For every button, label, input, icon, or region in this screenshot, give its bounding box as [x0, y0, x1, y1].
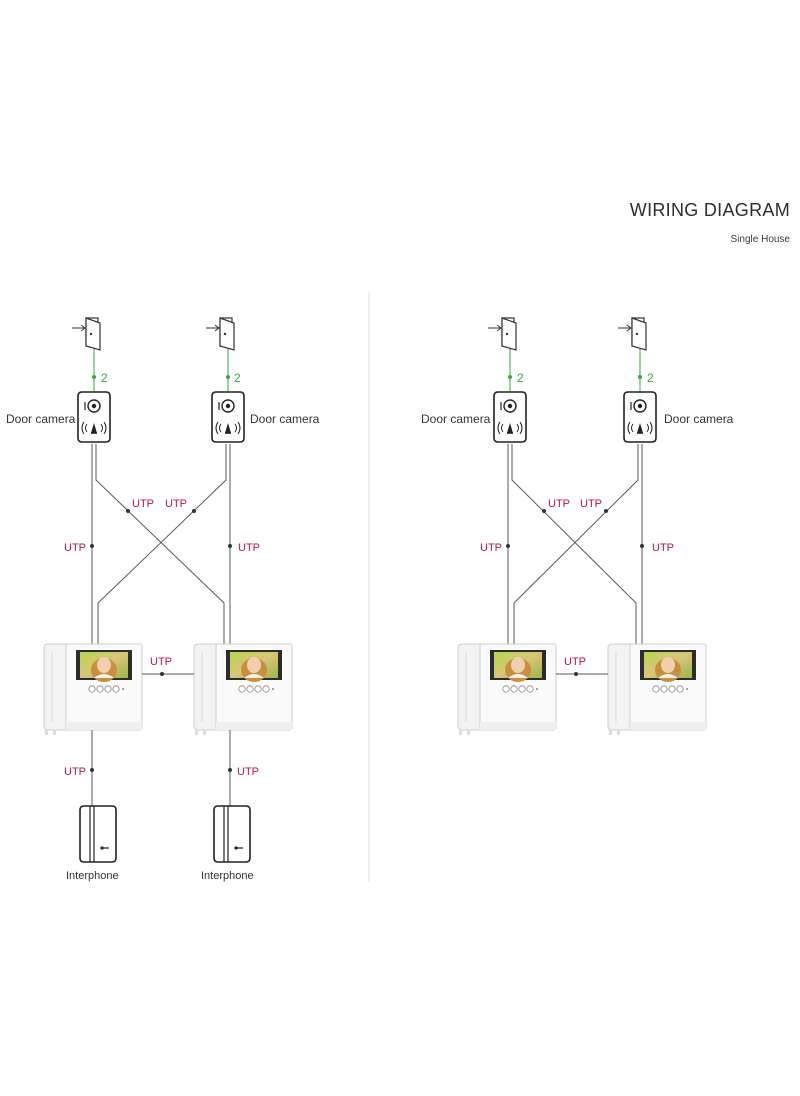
utp-label-vertical-right: UTP [652, 542, 674, 554]
left-wiring-section: 2 2 Door camera Door camera UTP UTP UTP … [6, 317, 320, 882]
door-lock-icon [617, 317, 647, 351]
door-camera-label-right: Door camera [250, 412, 320, 426]
utp-label-monitor-link: UTP [564, 656, 586, 668]
interphone-label-right: Interphone [201, 870, 254, 882]
door-camera-icon [211, 391, 245, 443]
door-camera-icon [493, 391, 527, 443]
utp-label-vertical-right: UTP [238, 542, 260, 554]
door-camera-label-left: Door camera [421, 412, 491, 426]
door-lock-icon [487, 317, 517, 351]
indoor-monitor-icon [457, 643, 557, 736]
interphone-icon [213, 805, 251, 863]
lock-wire-count-left: 2 [517, 371, 524, 385]
utp-label-vertical-left: UTP [64, 542, 86, 554]
door-lock-icon [205, 317, 235, 351]
utp-label-cross-right: UTP [165, 498, 187, 510]
interphone-icon [79, 805, 117, 863]
page-title: WIRING DIAGRAM [629, 200, 790, 220]
right-wiring-section: 2 2 Door camera Door camera UTP UTP UTP … [421, 317, 734, 736]
indoor-monitor-icon [607, 643, 707, 736]
utp-label-interphone-right: UTP [237, 766, 259, 778]
utp-label-cross-left: UTP [132, 498, 154, 510]
utp-label-monitor-link: UTP [150, 656, 172, 668]
interphone-label-left: Interphone [66, 870, 119, 882]
door-camera-icon [623, 391, 657, 443]
door-camera-icon [77, 391, 111, 443]
utp-label-vertical-left: UTP [480, 542, 502, 554]
door-camera-label-right: Door camera [664, 412, 734, 426]
lock-wire-count-left: 2 [101, 371, 108, 385]
page-subtitle: Single House [730, 234, 790, 245]
indoor-monitor-icon [43, 643, 143, 736]
door-camera-label-left: Door camera [6, 412, 76, 426]
utp-label-cross-left: UTP [548, 498, 570, 510]
lock-wire-count-right: 2 [234, 371, 241, 385]
door-lock-icon [71, 317, 101, 351]
utp-label-cross-right: UTP [580, 498, 602, 510]
lock-wire-count-right: 2 [647, 371, 654, 385]
indoor-monitor-icon [193, 643, 293, 736]
utp-label-interphone-left: UTP [64, 766, 86, 778]
